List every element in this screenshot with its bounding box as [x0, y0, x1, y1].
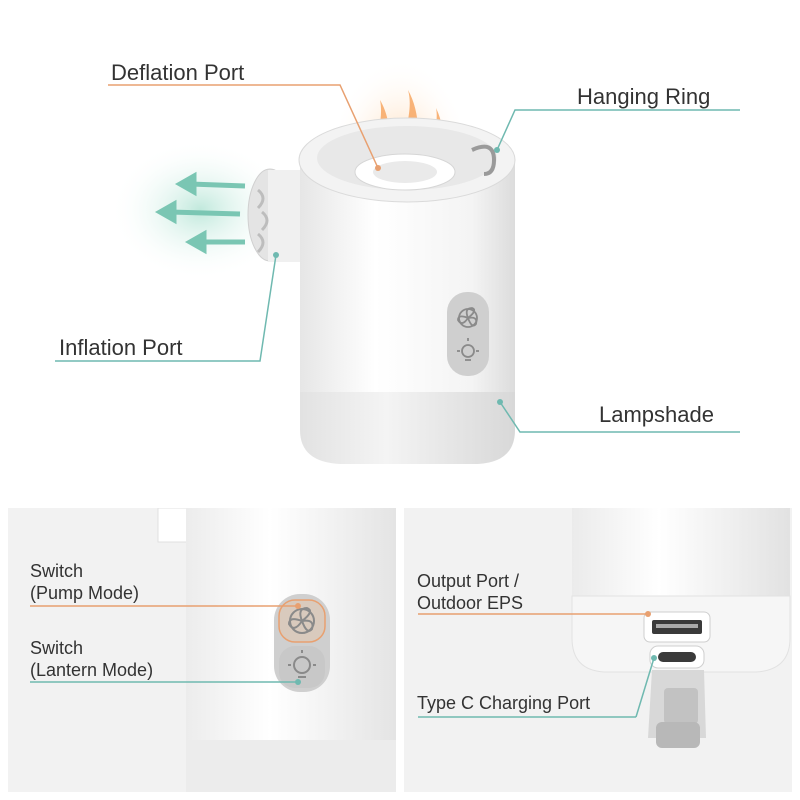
deflation-port-label: Deflation Port	[111, 60, 245, 85]
fan-icon	[457, 307, 478, 328]
fan-icon	[287, 606, 315, 634]
hanging-ring	[471, 144, 497, 176]
inflation-airflow-glow	[110, 140, 290, 280]
ports-detail-panel: Output Port / Outdoor EPS Type C Chargin…	[404, 508, 792, 792]
inflation-arrows	[154, 171, 246, 255]
hanging-ring-label: Hanging Ring	[577, 84, 711, 109]
lampshade-label: Lampshade	[599, 402, 714, 427]
lantern-mode-label-line2: (Lantern Mode)	[30, 660, 154, 680]
lantern-mode-label-line1: Switch	[30, 638, 84, 658]
output-port-label-line2: Outdoor EPS	[417, 593, 524, 613]
ports-closeup	[418, 508, 791, 748]
lightbulb-icon	[288, 650, 316, 678]
lantern-mode-switch[interactable]	[279, 646, 325, 688]
type-c-label: Type C Charging Port	[417, 693, 591, 713]
button-panel	[447, 292, 489, 376]
pump-mode-label: Switch (Pump Mode)	[30, 560, 139, 604]
switch-closeup	[30, 508, 396, 792]
inflation-port-label: Inflation Port	[59, 335, 183, 360]
pump-mode-label-line1: Switch	[30, 561, 84, 581]
lightbulb-icon	[457, 338, 479, 361]
callout-lines	[55, 84, 740, 433]
lampshade	[300, 392, 515, 464]
pump-mode-label-line2: (Pump Mode)	[30, 583, 140, 603]
output-port-label: Output Port / Outdoor EPS	[417, 570, 523, 614]
output-port-label-line1: Output Port /	[417, 571, 520, 591]
pump-illustration	[55, 40, 740, 464]
switch-detail-panel: Switch (Pump Mode) Switch (Lantern Mode)	[8, 508, 396, 792]
lantern-mode-label: Switch (Lantern Mode)	[30, 637, 153, 681]
